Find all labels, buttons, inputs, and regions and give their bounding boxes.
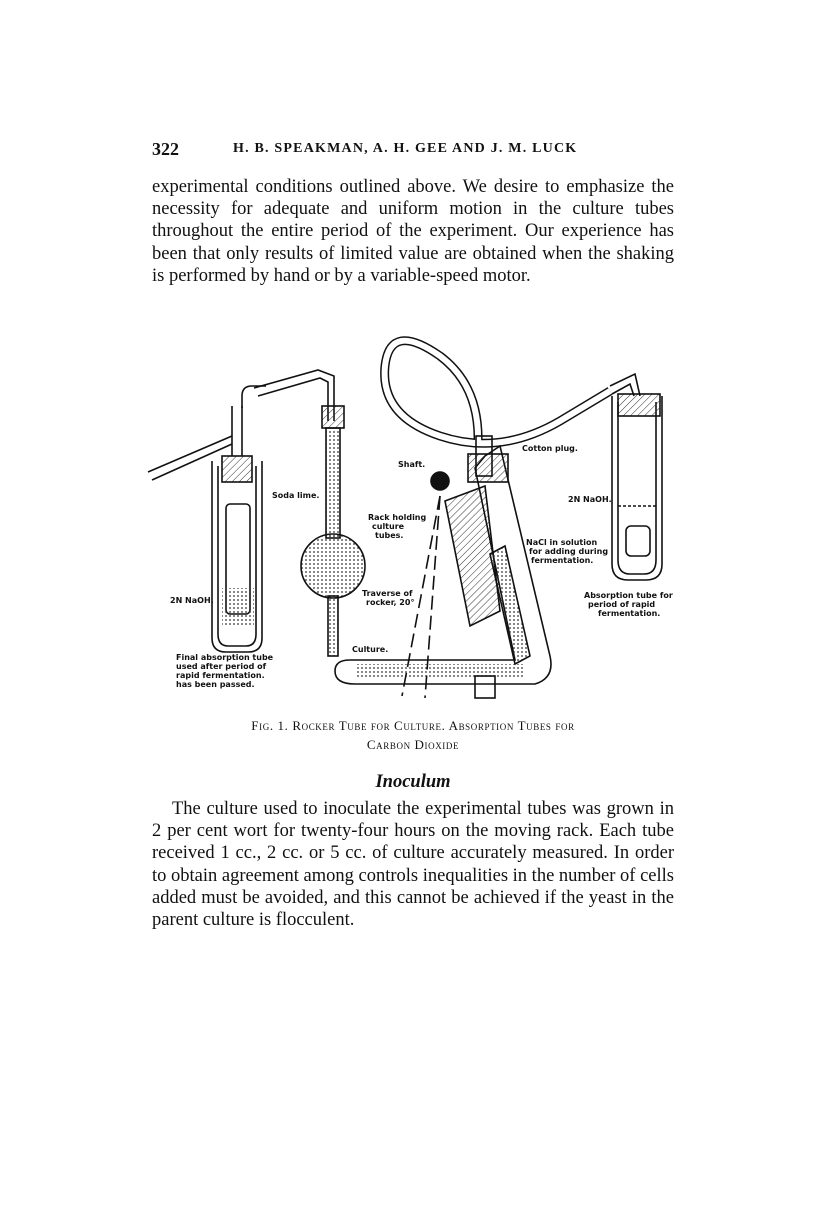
label-final-3: rapid fermentation. — [176, 671, 265, 680]
body-paragraph-2: The culture used to inoculate the experi… — [152, 799, 674, 931]
running-head-authors: H. B. SPEAKMAN, A. H. GEE AND J. M. LUCK — [233, 141, 578, 156]
section-heading-inoculum: Inoculum — [375, 772, 451, 792]
caption-line-2: Carbon Dioxide — [366, 737, 460, 752]
label-naoh-left: 2N NaOH. — [170, 596, 214, 605]
label-soda-lime: Soda lime. — [272, 491, 319, 500]
figure-caption: Fig. 1. Rocker Tube for Culture. Absorpt… — [152, 716, 674, 754]
label-absorption-right-3: fermentation. — [598, 609, 660, 618]
label-final-4: has been passed. — [176, 680, 255, 689]
label-cotton-plug: Cotton plug. — [522, 444, 578, 453]
body-paragraph-1: experimental conditions outlined above. … — [152, 177, 674, 286]
soda-lime-tube — [253, 369, 366, 657]
label-final-2: used after period of — [176, 662, 267, 671]
label-rack-2: culture — [372, 522, 405, 531]
caption-line-1: Fig. 1. Rocker Tube for Culture. Absorpt… — [251, 718, 575, 733]
page-number: 322 — [152, 139, 179, 159]
label-final-1: Final absorption tube — [176, 653, 274, 662]
absorption-tube-rapid — [609, 372, 663, 581]
label-nacl-1: NaCl in solution — [526, 538, 597, 547]
label-culture: Culture. — [352, 645, 388, 654]
label-absorption-right-2: period of rapid — [588, 600, 655, 609]
rocker-assembly — [334, 435, 552, 699]
figure-1-apparatus: Cotton plug. Shaft. Soda lime. 2N NaOH. … — [140, 326, 680, 706]
label-nacl-2: for adding during — [529, 547, 608, 556]
apparatus-diagram: Cotton plug. Shaft. Soda lime. 2N NaOH. … — [147, 336, 673, 699]
label-shaft: Shaft. — [398, 460, 425, 469]
running-header: 322 H. B. SPEAKMAN, A. H. GEE AND J. M. … — [152, 139, 672, 163]
label-traverse-2: rocker, 20° — [366, 598, 414, 607]
final-absorption-tube — [147, 385, 266, 653]
label-rack-3: tubes. — [375, 531, 403, 540]
label-naoh-right: 2N NaOH. — [568, 495, 612, 504]
label-nacl-3: fermentation. — [531, 556, 593, 565]
label-absorption-right-1: Absorption tube for — [584, 591, 673, 600]
label-traverse-1: Traverse of — [362, 589, 413, 598]
label-rack-1: Rack holding — [368, 513, 427, 522]
